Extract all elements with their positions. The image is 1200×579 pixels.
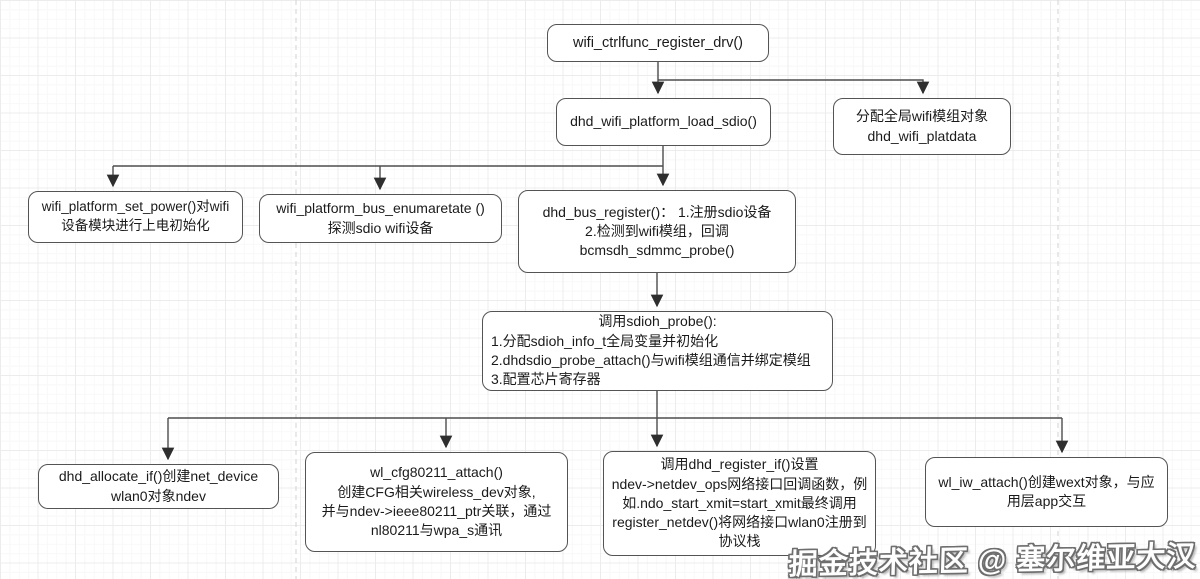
- node-sdioh-probe-body: 1.分配sdioh_info_t全局变量并初始化 2.dhdsdio_probe…: [491, 332, 811, 388]
- node-sdioh-probe: 调用sdioh_probe(): 1.分配sdioh_info_t全局变量并初始…: [482, 311, 833, 391]
- node-dhd-wifi-platform-load-sdio: dhd_wifi_platform_load_sdio(): [556, 98, 771, 146]
- node-wifi-ctrlfunc-register-drv: wifi_ctrlfunc_register_drv(): [547, 24, 769, 62]
- node-alloc-global-wifi-platdata: 分配全局wifi模组对象 dhd_wifi_platdata: [833, 98, 1011, 155]
- node-dhd-allocate-if: dhd_allocate_if()创建net_device wlan0对象nde…: [38, 464, 279, 509]
- watermark: 掘金技术社区 @ 塞尔维亚大汉: [787, 540, 1197, 579]
- arrow-ctrlfunc-to-platdata: [658, 79, 930, 95]
- node-wl-cfg80211-attach: wl_cfg80211_attach() 创建CFG相关wireless_dev…: [305, 452, 568, 552]
- node-dhd-bus-register: dhd_bus_register()： 1.注册sdio设备 2.检测到wifi…: [518, 190, 796, 273]
- node-sdioh-probe-title: 调用sdioh_probe():: [598, 313, 717, 330]
- node-dhd-register-if: 调用dhd_register_if()设置 ndev->netdev_ops网络…: [603, 451, 876, 556]
- node-wifi-platform-bus-enumaretate: wifi_platform_bus_enumaretate () 探测sdio …: [259, 194, 502, 243]
- node-wifi-platform-set-power: wifi_platform_set_power()对wifi 设备模块进行上电初…: [28, 191, 243, 243]
- node-wl-iw-attach: wl_iw_attach()创建wext对象，与应 用层app交互: [925, 457, 1168, 527]
